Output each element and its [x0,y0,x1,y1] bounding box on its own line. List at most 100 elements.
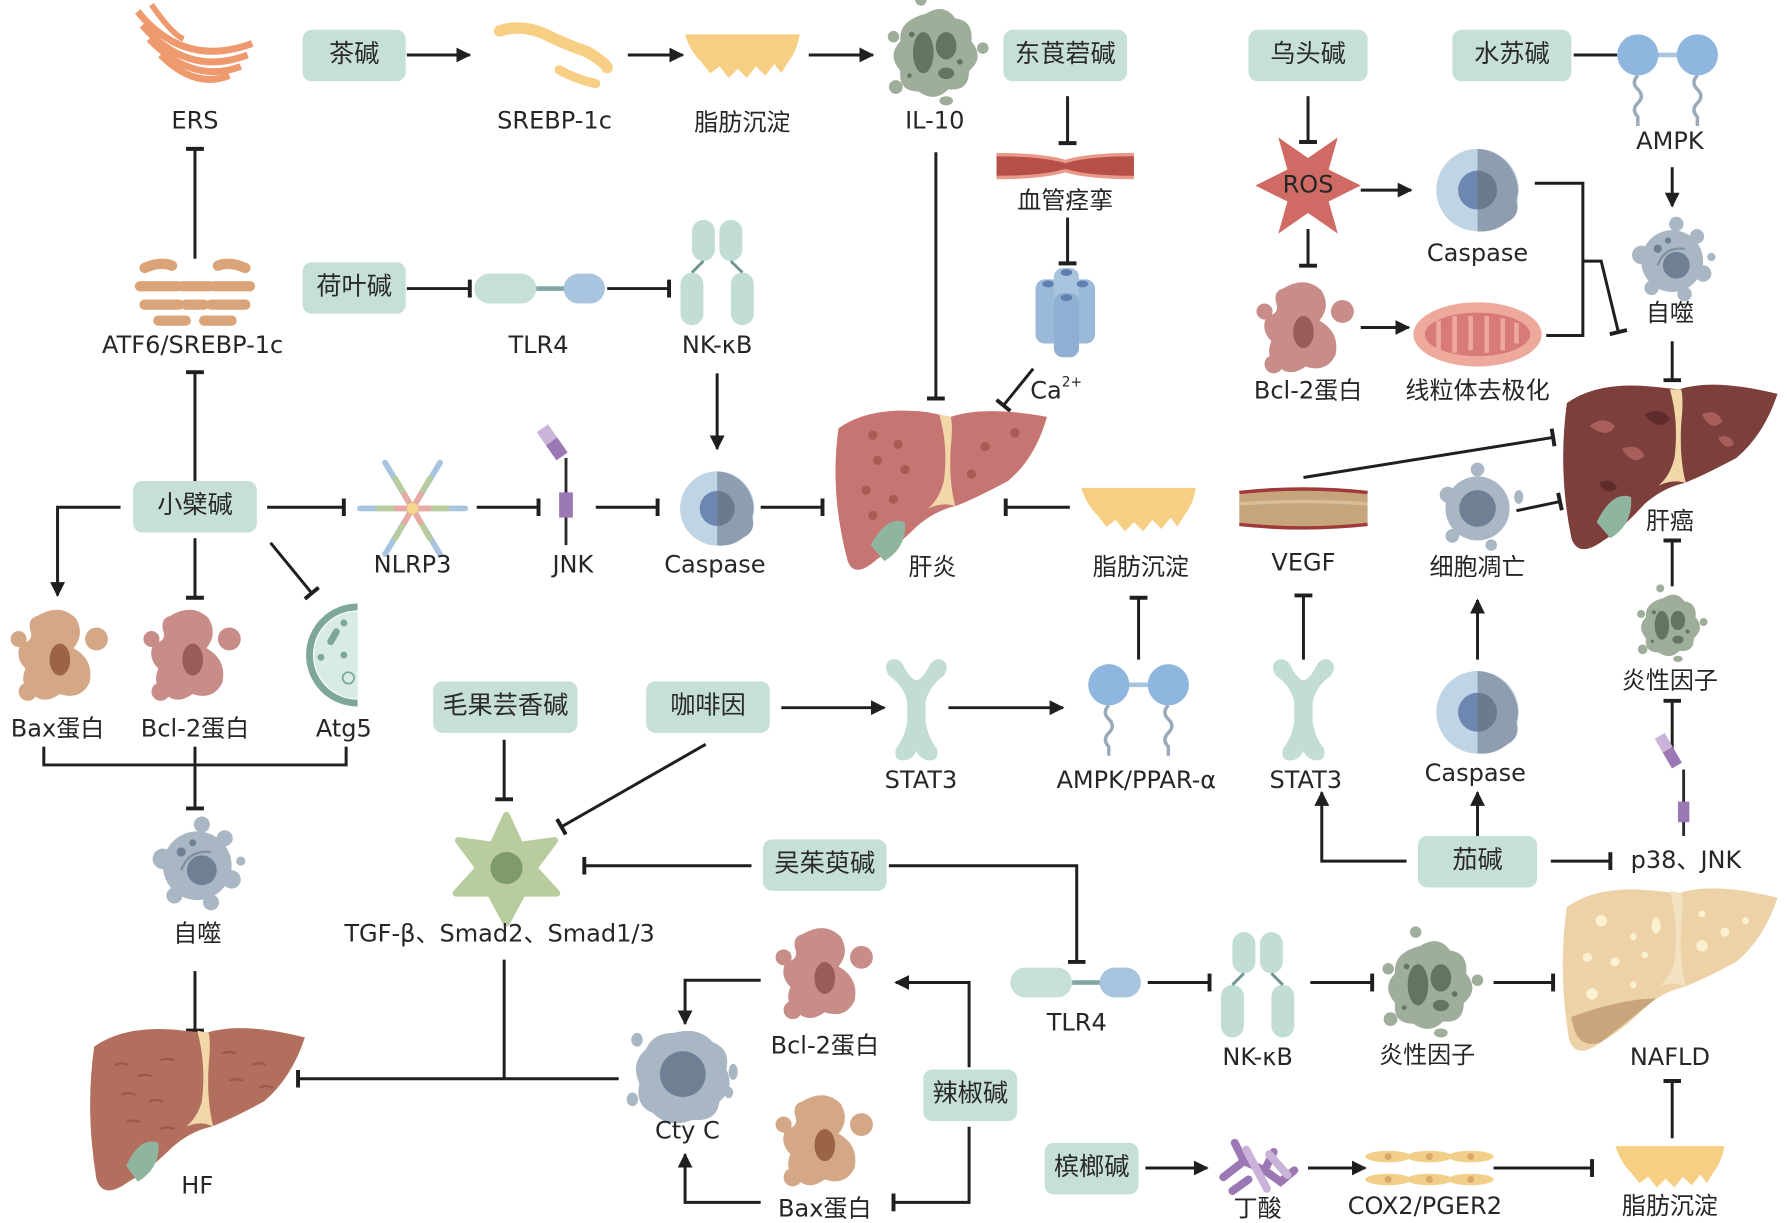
label-stat3: STAT3 [1269,766,1342,794]
liver-fibrosis-icon [90,1028,305,1191]
label-tgf-smad: TGF-β、Smad2、Smad1/3 [343,919,654,947]
drug-box-kafeiyin[interactable]: 咖啡因 [646,681,770,733]
label-nlrp3: NLRP3 [374,551,452,579]
label-bcl2: Bcl-2蛋白 [141,714,249,742]
drug-box-maoguoyunxiangjian[interactable]: 毛果芸香碱 [433,681,578,733]
bcl2-nucleus-icon [1293,316,1314,349]
il10-cell-icon [887,0,989,106]
drug-label: 乌头碱 [1270,39,1346,68]
label-liver-cancer: 肝癌 [1646,507,1694,535]
p38-jnk-protein-icon [1654,733,1690,836]
fat-deposit-icon [1615,1146,1725,1188]
drug-box-wuzhuyujian[interactable]: 吴茱萸碱 [762,839,887,891]
ampk-protein-icon [1617,34,1718,126]
apoptotic-cell-icon [1439,462,1524,551]
label-mito-depolarization: 线粒体去极化 [1405,377,1549,405]
tlr4-receptor-icon [474,273,605,304]
liver-hepatitis-icon [835,410,1047,570]
stat3-protein-icon [1273,659,1334,761]
srebp-protein-icon [493,22,613,89]
drug-label: 槟榔碱 [1054,1152,1130,1181]
label-p38-jnk: p38、JNK [1631,846,1743,874]
drug-label: 吴茱萸碱 [774,849,875,878]
autophagy-cell-icon [1630,215,1717,303]
label-tlr4: TLR4 [1046,1009,1107,1037]
cytochrome-c-cell-icon [626,1030,738,1124]
nfkb-protein-icon [1219,930,1296,1039]
inflammatory-cell-icon [1382,926,1484,1038]
drug-box-qiejian[interactable]: 茄碱 [1417,835,1538,888]
label-calcium: Ca2+ [1030,374,1082,404]
drug-box-wutoujian[interactable]: 乌头碱 [1248,29,1368,82]
stellate-cell-icon [452,811,561,927]
drug-box-heyejian[interactable]: 荷叶碱 [302,262,406,314]
label-inflammatory-factor: 炎性因子 [1622,666,1718,694]
label-ers: ERS [171,106,218,134]
drug-box-xiaobojian[interactable]: 小檗碱 [133,480,257,533]
drug-label: 茶碱 [329,39,379,68]
edge-vegf-livercancer [1303,428,1557,479]
label-srebp1c: SREBP-1c [497,106,612,134]
edge-xiaobo-atg5 [269,541,320,601]
drug-label: 辣椒碱 [932,1079,1008,1108]
fat-deposit-icon [1081,487,1196,532]
label-apoptosis: 细胞凋亡 [1429,553,1525,581]
inflammatory-cell-icon [1637,584,1708,663]
label-bcl2: Bcl-2蛋白 [771,1032,879,1060]
edge-ca-hepatitis [995,367,1035,413]
drug-label: 毛果芸香碱 [442,691,568,720]
label-cox2-pger2: COX2/PGER2 [1348,1192,1502,1220]
label-jnk: JNK [550,551,594,579]
ampk-ppar-protein-icon [1088,664,1189,756]
edge-bax-ctyc [677,1152,761,1204]
drug-label: 荷叶碱 [316,271,392,300]
label-stat3: STAT3 [885,766,958,794]
fat-deposit-icon [685,34,800,78]
bax-nucleus-icon [814,1129,836,1162]
label-bcl2: Bcl-2蛋白 [1254,377,1362,405]
edge-caspase-mito-join [1534,181,1585,338]
label-vasospasm: 血管痉挛 [1017,187,1113,215]
edges [42,47,1682,1212]
drug-label: 东莨菪碱 [1015,39,1116,68]
drug-box-dongliangruojian[interactable]: 东莨菪碱 [1003,29,1128,82]
drug-box-lajiaojian[interactable]: 辣椒碱 [923,1069,1018,1122]
endoplasmic-reticulum-icon [135,2,254,83]
label-fat-deposit: 脂肪沉淀 [694,109,790,137]
label-tlr4: TLR4 [507,331,568,359]
label-fat-deposit: 脂肪沉淀 [1622,1192,1718,1220]
liver-cancer-icon [1563,384,1778,550]
blood-vessel-icon [996,152,1134,180]
label-atg5: Atg5 [316,714,372,742]
nlrp3-inflammasome-icon [357,459,469,558]
caspase-cell-icon [1436,671,1519,754]
nfkb-protein-icon [679,218,756,327]
autophagy-cell-icon [151,815,247,912]
drug-label: 小檗碱 [157,490,233,519]
drug-label: 茄碱 [1452,845,1502,874]
atg5-vesicle-icon [306,603,358,707]
label-caspase: Caspase [664,551,765,579]
label-hf: HF [181,1171,213,1199]
drug-box-binglangjian[interactable]: 槟榔碱 [1044,1142,1139,1195]
label-vegf: VEGF [1271,548,1335,576]
liver-nafld-icon [1562,888,1778,1051]
label-cyt-c: Cty C [655,1116,720,1144]
drug-box-shuisujian[interactable]: 水苏碱 [1452,29,1572,82]
edge-lajiao-bcl2 [894,975,971,1068]
cox2-cells-icon [1365,1150,1494,1186]
label-hepatitis: 肝炎 [908,553,956,581]
edge-join-livercancer [1582,259,1628,337]
bcl2-nucleus-icon [814,961,836,994]
calcium-channel-icon [1035,267,1096,358]
vegf-vessel-icon [1239,487,1368,530]
edge-wuzhuyu-tlr4 [888,864,1086,964]
drug-box-chajian[interactable]: 茶碱 [302,29,406,82]
edge-apoptosis-livercancer [1516,492,1564,513]
drug-label: 水苏碱 [1474,39,1550,68]
stat3-protein-icon [885,659,947,761]
label-butyrate: 丁酸 [1234,1194,1282,1222]
label-ros: ROS [1283,171,1334,199]
label-autophagy: 自噬 [1646,299,1694,327]
edge-qie-stat3 [1314,790,1407,863]
